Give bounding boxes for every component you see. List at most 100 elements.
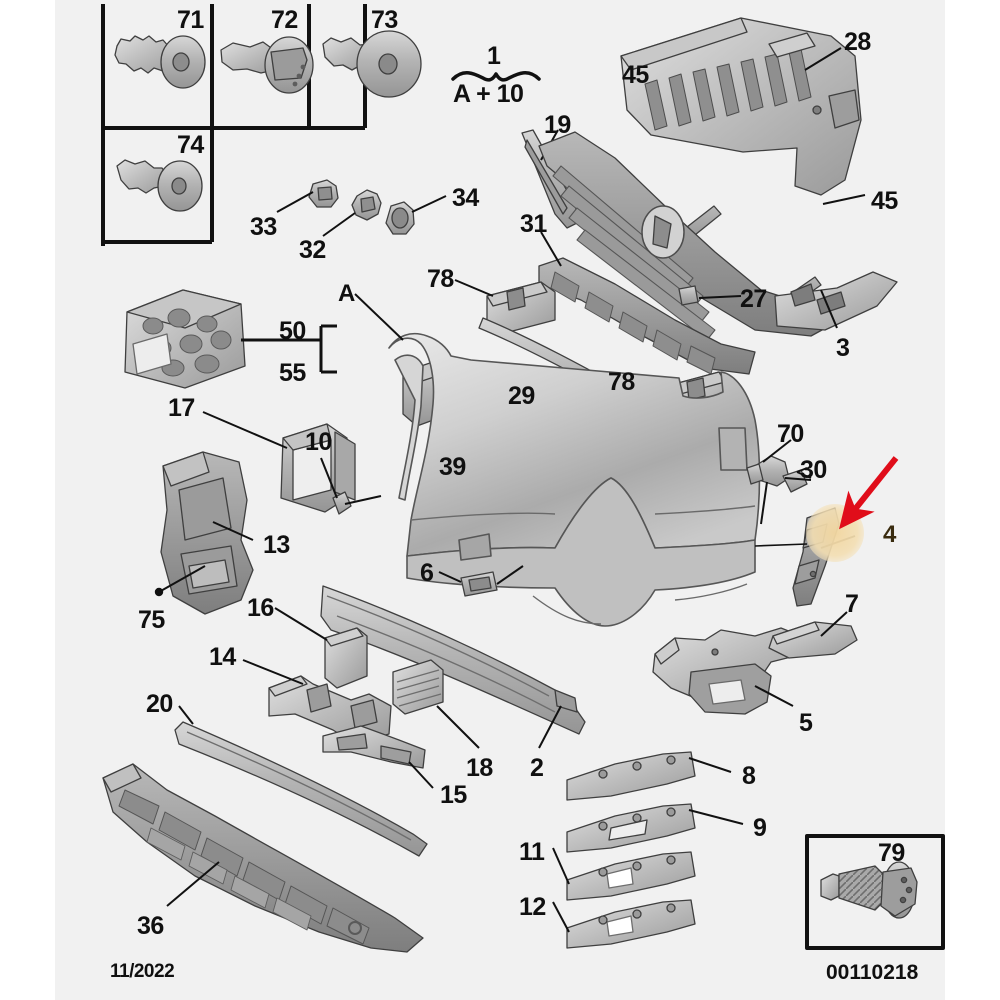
callout-doc: 00110218 (826, 961, 919, 984)
part-grille-assembly (538, 131, 898, 341)
leader-70-30 (760, 439, 812, 525)
leader-12 (552, 901, 570, 933)
leader-13-75 (154, 521, 254, 597)
part-9-trim (566, 803, 696, 853)
part-16-block (324, 627, 368, 689)
callout-71: 71 (177, 6, 204, 34)
callout-A+10: A + 10 (453, 80, 524, 108)
callout-1: 1 (487, 42, 501, 70)
part-28-carrier (620, 17, 862, 196)
leader-8 (688, 757, 732, 773)
leader-17 (202, 411, 288, 449)
callout-20: 20 (146, 690, 173, 718)
callout-9: 9 (753, 814, 767, 842)
part-27-clip (678, 285, 699, 306)
part-15-strip (322, 725, 426, 769)
part-31-lower-grille (538, 257, 756, 375)
callout-12: 12 (519, 893, 546, 921)
callout-78b: 78 (608, 368, 635, 396)
leader-lines-clips (276, 191, 447, 237)
callout-55: 55 (279, 359, 306, 387)
leader-36 (166, 861, 220, 907)
callout-A: A (338, 280, 355, 307)
callout-13: 13 (263, 531, 290, 559)
callout-2: 2 (530, 754, 544, 782)
callout-date: 11/2022 (110, 961, 175, 982)
callout-15: 15 (440, 781, 467, 809)
part-78-bracket-left (486, 281, 556, 335)
part-79-box (805, 834, 945, 950)
callout-45a: 45 (622, 61, 649, 89)
callout-29: 29 (508, 382, 535, 410)
callout-11: 11 (519, 838, 545, 866)
part-70-clip (746, 455, 790, 487)
leader-10 (320, 457, 382, 505)
part-2-lower-trim (320, 585, 586, 735)
callout-78a: 78 (427, 265, 454, 293)
part-72-screw (220, 36, 314, 94)
callout-19: 19 (544, 111, 571, 139)
callout-36: 36 (137, 912, 164, 940)
callout-7: 7 (845, 590, 859, 618)
callout-75: 75 (138, 606, 165, 634)
part-8-trim (566, 751, 696, 801)
callout-45b: 45 (871, 187, 898, 215)
callout-10: 10 (305, 428, 332, 456)
brace-a-plus-10 (451, 71, 541, 82)
callout-70: 70 (777, 420, 804, 448)
part-5-support (652, 627, 802, 715)
leader-6 (438, 565, 524, 585)
part-19-trim (521, 129, 580, 229)
part-36-under-tray (102, 763, 424, 953)
callout-18: 18 (466, 754, 493, 782)
part-17-bracket (280, 423, 356, 513)
part-33-clip (308, 179, 339, 208)
leader-7 (820, 611, 848, 637)
callout-74: 74 (177, 131, 204, 159)
leader-3 (820, 289, 838, 329)
callout-33: 33 (250, 213, 277, 241)
leader-bumper-to-4 (754, 543, 808, 547)
part-71-screw (114, 35, 206, 89)
bracket-50-55 (241, 324, 337, 374)
highlight-circle-part-4 (806, 504, 864, 562)
callout-50: 50 (279, 317, 306, 345)
part-30-clip (782, 469, 808, 493)
leader-5 (754, 685, 794, 707)
callout-6: 6 (420, 559, 434, 587)
part-11-trim (566, 851, 696, 901)
callout-16: 16 (247, 594, 274, 622)
callout-14: 14 (209, 643, 236, 671)
callout-27: 27 (740, 285, 767, 313)
part-12-trim (566, 899, 696, 949)
part-74-screw (116, 159, 203, 212)
leader-2 (538, 705, 562, 749)
part-50-55-clipbox (124, 289, 246, 389)
callout-32: 32 (299, 236, 326, 264)
callout-39: 39 (439, 453, 466, 481)
leader-14 (242, 659, 304, 685)
leader-16 (274, 607, 328, 641)
leader-31 (540, 231, 562, 267)
callout-28: 28 (844, 28, 871, 56)
callout-72: 72 (271, 6, 298, 34)
leader-11 (552, 847, 570, 885)
callout-8: 8 (742, 762, 756, 790)
callout-31: 31 (520, 210, 547, 238)
leader-28 (804, 47, 842, 71)
leader-15 (408, 761, 434, 789)
part-32-clip (351, 189, 382, 221)
leader-20 (178, 705, 194, 725)
part-6-clip (460, 571, 498, 597)
leader-18 (436, 705, 480, 749)
part-A-bumper-cover (388, 332, 761, 627)
callout-5: 5 (799, 709, 813, 737)
highlight-label-4: 4 (883, 521, 897, 548)
leader-9 (688, 809, 744, 825)
part-7-cover (768, 621, 858, 659)
callout-3: 3 (836, 334, 850, 362)
callout-17: 17 (168, 394, 195, 422)
leader-27 (698, 295, 742, 299)
